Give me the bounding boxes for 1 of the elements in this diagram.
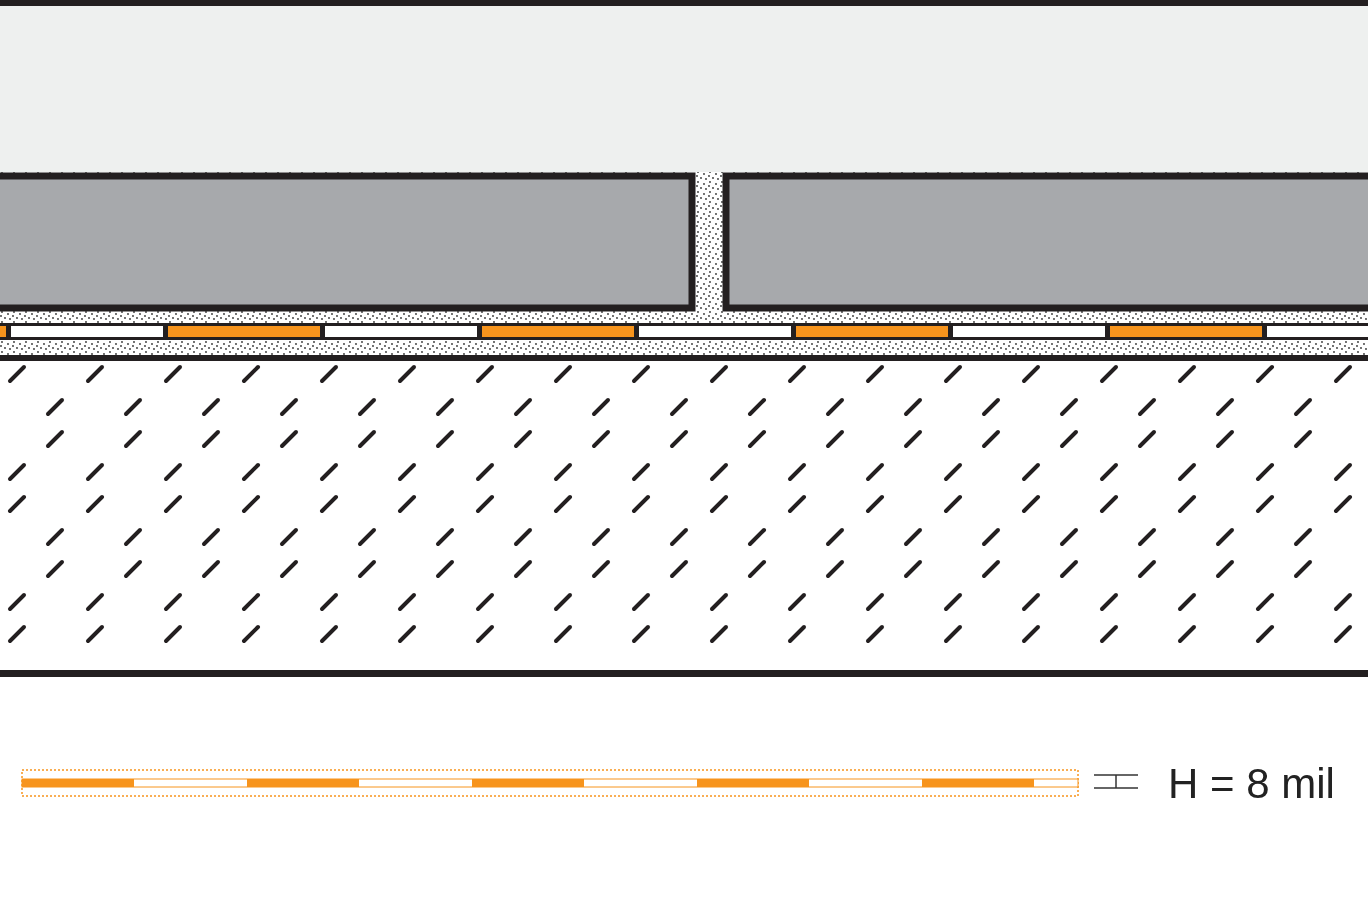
dimension-label: H = 8 mil [1168, 759, 1335, 809]
